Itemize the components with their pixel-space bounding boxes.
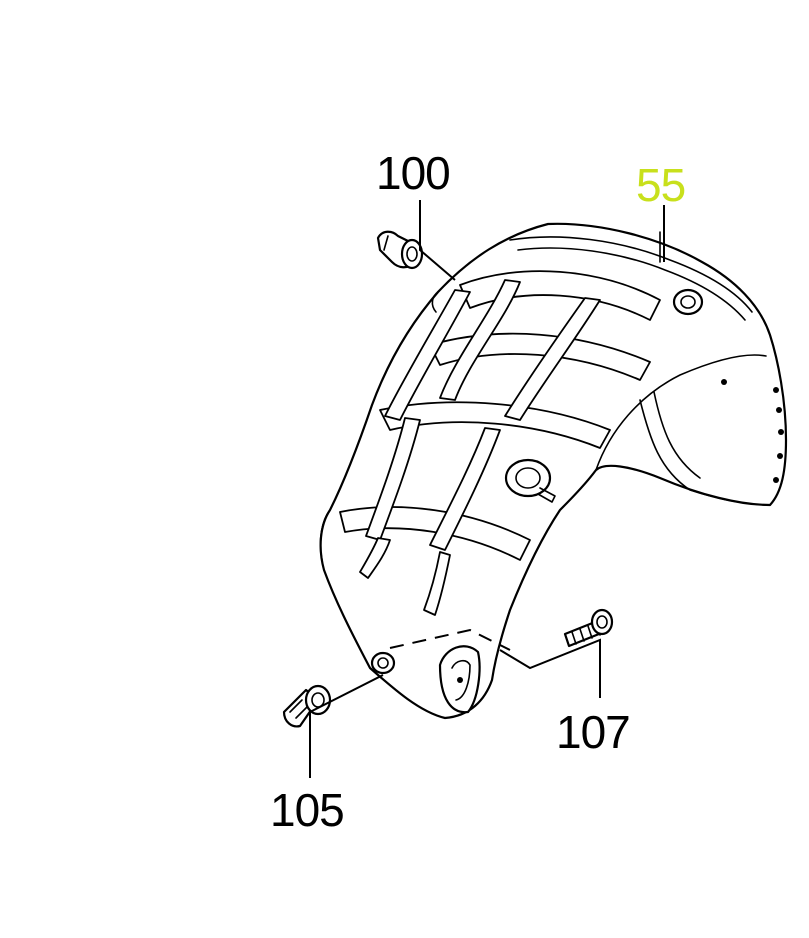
leader-lines: [309, 200, 665, 778]
wheel-arch-liner: [319, 222, 788, 720]
fastener-105-clip: [282, 684, 332, 728]
fastener-107-screw: [563, 608, 614, 648]
leader-107: [499, 638, 601, 698]
fastener-100-clip: [376, 230, 424, 270]
leader-100: [419, 200, 456, 281]
callout-label-55: 55: [636, 159, 685, 211]
liner-top-boss: [672, 288, 704, 316]
liner-rib-grid: [339, 270, 661, 616]
leader-105: [309, 674, 384, 778]
callout-label-107: 107: [556, 706, 630, 758]
liner-mounting-holes: [721, 379, 784, 483]
liner-fastener-boss: [504, 458, 556, 503]
liner-lower-tab: [438, 645, 481, 714]
liner-clip-hole: [370, 651, 396, 675]
callout-label-100: 100: [376, 147, 450, 199]
callout-label-105: 105: [270, 784, 344, 836]
